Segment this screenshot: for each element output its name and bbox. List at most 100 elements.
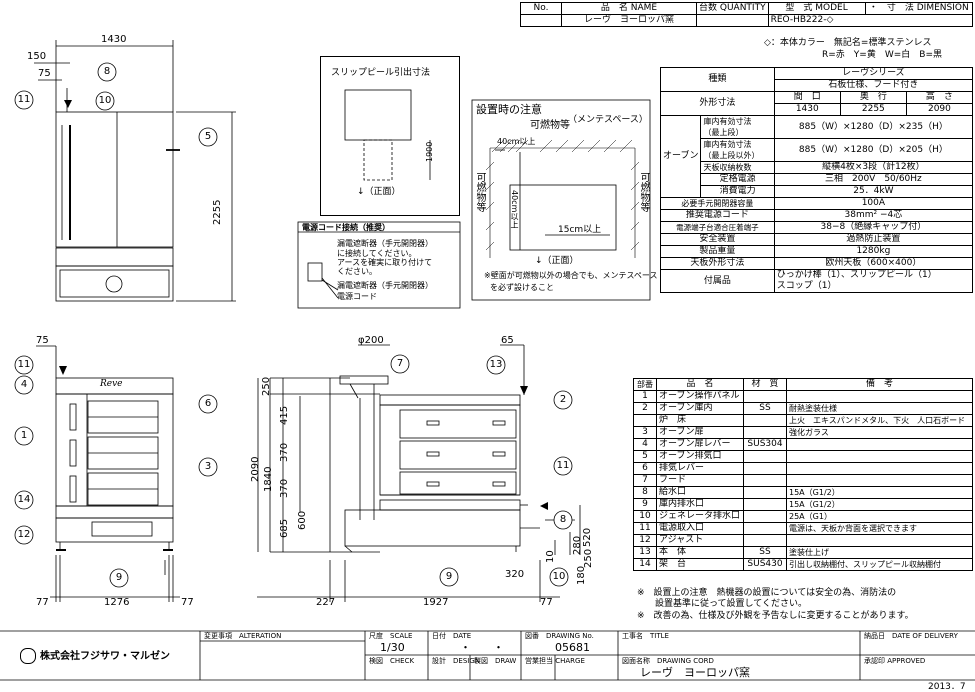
parts-cell-material: SS <box>743 546 787 559</box>
tb-drawingno-label: 図番 DRAWING No. <box>525 632 594 640</box>
dim-side-65: 65 <box>501 335 514 346</box>
plan-view-base <box>55 265 174 302</box>
note-2: ※ 改善の為、仕様及び外観を予告なしに変更することがあります。 <box>637 611 914 621</box>
parts-cell-remarks: 耐熱塗装仕様 <box>786 402 973 415</box>
spec-w-label: 間 口 <box>773 91 841 104</box>
spec-accessories-label: 付属品 <box>660 269 775 293</box>
slip-peel-title: スリップピール引出寸法 <box>331 68 431 78</box>
tb-date-label: 日付 DATE <box>432 632 472 640</box>
parts-h-material: 材 質 <box>743 378 787 391</box>
dim-top-75: 75 <box>38 68 51 79</box>
col-model: 型 式 MODEL <box>767 2 866 15</box>
spec-accessories-value: ひっかけ棒（1）、スリップピール（1）スコップ（1） <box>773 269 974 293</box>
dim-front-1276: 1276 <box>104 597 130 608</box>
parts-cell-material <box>743 534 787 547</box>
install-note2: を必ず設けること <box>490 283 554 292</box>
spec-trays-value: 縦横4枚×3段（計12枚） <box>773 161 974 174</box>
dim-side-200: φ200 <box>358 335 384 346</box>
parts-cell-name: オーブン操作パネル <box>656 390 744 403</box>
parts-cell-no: 10 <box>633 510 657 523</box>
spec-breaker-label: 必要手元開閉器容量 <box>660 197 775 210</box>
callout-5: 5 <box>204 131 212 142</box>
dim-side-1927: 1927 <box>423 597 449 608</box>
spec-d: 2255 <box>839 103 907 116</box>
spec-kind-value-1: レーヴシリーズ <box>773 67 974 80</box>
parts-cell-name: オーブン排気口 <box>656 450 744 463</box>
install-40b: 40cm以上 <box>510 190 519 229</box>
dim-side-180: 180 <box>576 565 587 585</box>
row-model: REO-HB222-◇ <box>767 14 974 27</box>
callout-11: 11 <box>17 94 31 105</box>
parts-cell-material <box>743 390 787 403</box>
install-combustible: 可燃物等 <box>530 120 570 131</box>
parts-h-remarks: 備 考 <box>786 378 973 391</box>
parts-cell-material <box>743 510 787 523</box>
parts-h-no: 部番 <box>633 378 657 391</box>
color-note-2: R=赤 Y=黄 W=白 B=黒 <box>822 50 942 60</box>
spec-tray-size-value: 欧州天板（600×400） <box>773 257 974 270</box>
dim-side-77: 77 <box>540 597 553 608</box>
color-note-1: ◇：本体カラー 無記名=標準ステンレス <box>764 38 932 48</box>
dim-side-2090: 2090 <box>250 456 261 482</box>
cord-l4: ください。 <box>337 267 377 276</box>
parts-cell-material <box>743 522 787 535</box>
spec-d-label: 奥 行 <box>839 91 907 104</box>
spec-inner-other-label: 庫内有効寸法（最上段以外） <box>700 138 775 162</box>
spec-kind-value-2: 石板仕様、フード付き <box>773 79 974 92</box>
parts-cell-name: ジェネレータ排水口 <box>656 510 744 523</box>
plan-view-body <box>55 111 174 248</box>
callout-9: 9 <box>115 572 123 583</box>
tb-drawing-cord-value: レーヴ ヨーロッパ窯 <box>640 666 750 679</box>
parts-cell-material: SUS430 <box>743 558 787 571</box>
callout-11: 11 <box>556 460 570 471</box>
install-front: ↓（正面） <box>535 256 579 266</box>
parts-cell-no: 3 <box>633 426 657 439</box>
tb-draw-label: 製図 DRAW <box>474 657 517 665</box>
dim-side-1840: 1840 <box>263 466 274 492</box>
parts-cell-remarks <box>786 534 973 547</box>
spec-power-value: 三相 200V 50/60Hz <box>773 173 974 186</box>
install-note1: ※壁面が可燃物以外の場合でも、メンテスペース <box>484 271 658 280</box>
col-dimension: ・ 寸 法 DIMENSION <box>864 2 974 15</box>
parts-cell-name: オーブン庫内 <box>656 402 744 415</box>
col-qty: 台数 QUANTITY <box>696 2 769 15</box>
cord-l5: 漏電遮断器（手元開閉器） <box>337 281 433 290</box>
tb-delivery-label: 納品日 DATE OF DELIVERY <box>864 632 958 640</box>
cord-title: 電源コード接続（推奨） <box>302 223 390 232</box>
tb-title-label: 工事名 TITLE <box>622 632 669 640</box>
slip-peel-front: ↓（正面） <box>357 187 401 197</box>
spec-terminal-label: 電源端子台適合圧着端子 <box>660 221 775 234</box>
parts-cell-no: 14 <box>633 558 657 571</box>
spec-consumption-value: 25．4kW <box>773 185 974 198</box>
dim-front-77b: 77 <box>181 597 194 608</box>
spec-outer-label: 外形寸法 <box>660 91 775 116</box>
parts-cell-remarks <box>786 462 973 475</box>
row-name: レーヴ ヨーロッパ窯 <box>561 14 697 27</box>
callout-1: 1 <box>20 430 28 441</box>
parts-cell-remarks <box>786 390 973 403</box>
parts-cell-material <box>743 426 787 439</box>
parts-cell-remarks: 15A（G1/2） <box>786 498 973 511</box>
parts-cell-remarks: 塗装仕上げ <box>786 546 973 559</box>
spec-oven-label: オーブン <box>659 115 702 198</box>
spec-terminal-value: 38−8（絶縁キャップ付） <box>773 221 974 234</box>
parts-cell-remarks: 上火 エキスパンドメタル、下火 人口石ボード <box>786 414 973 427</box>
tb-date-value: ・ ・ <box>460 641 504 654</box>
parts-cell-remarks: 電源は、天板か背面を選択できます <box>786 522 973 535</box>
install-maint: （メンテスペース） <box>568 115 648 125</box>
parts-cell-name: フード <box>656 474 744 487</box>
tb-approved-label: 承認印 APPROVED <box>864 657 926 665</box>
spec-cord-value: 38mm² −4芯 <box>773 209 974 222</box>
parts-cell-name: 給水口 <box>656 486 744 499</box>
callout-2: 2 <box>559 394 567 405</box>
tb-scale-label: 尺度 SCALE <box>369 632 413 640</box>
spec-tray-size-label: 天板外形寸法 <box>660 257 775 270</box>
dim-side-250: 250 <box>261 376 272 396</box>
